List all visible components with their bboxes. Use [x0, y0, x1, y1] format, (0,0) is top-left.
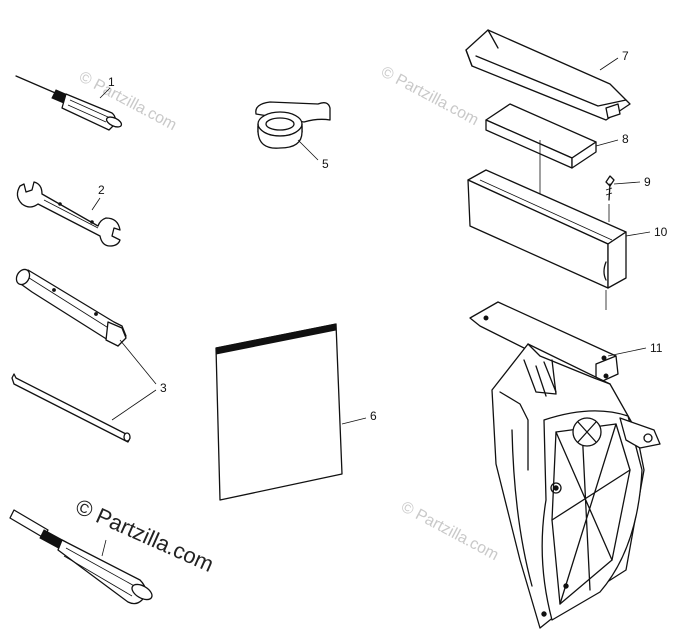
callout-5: 5: [322, 157, 329, 171]
callout-7: 7: [622, 49, 629, 63]
part-5-tape-roll: [255, 101, 331, 149]
part-7-battery-lid: [465, 29, 631, 121]
part-8-pad: [485, 103, 597, 169]
part-2-wrench: [16, 181, 121, 247]
callout-11: 11: [650, 341, 663, 355]
watermark-faint-2: © Partzilla.com: [378, 64, 481, 130]
callout-10: 10: [654, 225, 668, 239]
callout-1: 1: [108, 75, 115, 89]
callout-8: 8: [622, 132, 629, 146]
callout-9: 9: [644, 175, 651, 189]
part-4-screwdriver: [9, 509, 153, 605]
watermark-faint-1: © Partzilla.com: [76, 69, 179, 135]
callout-2: 2: [98, 183, 105, 197]
part-9-screw: [605, 175, 615, 201]
callout-3: 3: [160, 381, 167, 395]
part-3-tommy-bar: [11, 373, 131, 443]
air-intake-housing: [491, 343, 661, 629]
part-6-owners-manual: [215, 323, 343, 501]
part-3-socket-wrench: [15, 268, 127, 347]
watermark-faint-3: © Partzilla.com: [398, 499, 501, 565]
part-1-screwdriver: [15, 75, 123, 131]
part-10-battery-box: [467, 169, 627, 289]
callout-6: 6: [370, 409, 377, 423]
